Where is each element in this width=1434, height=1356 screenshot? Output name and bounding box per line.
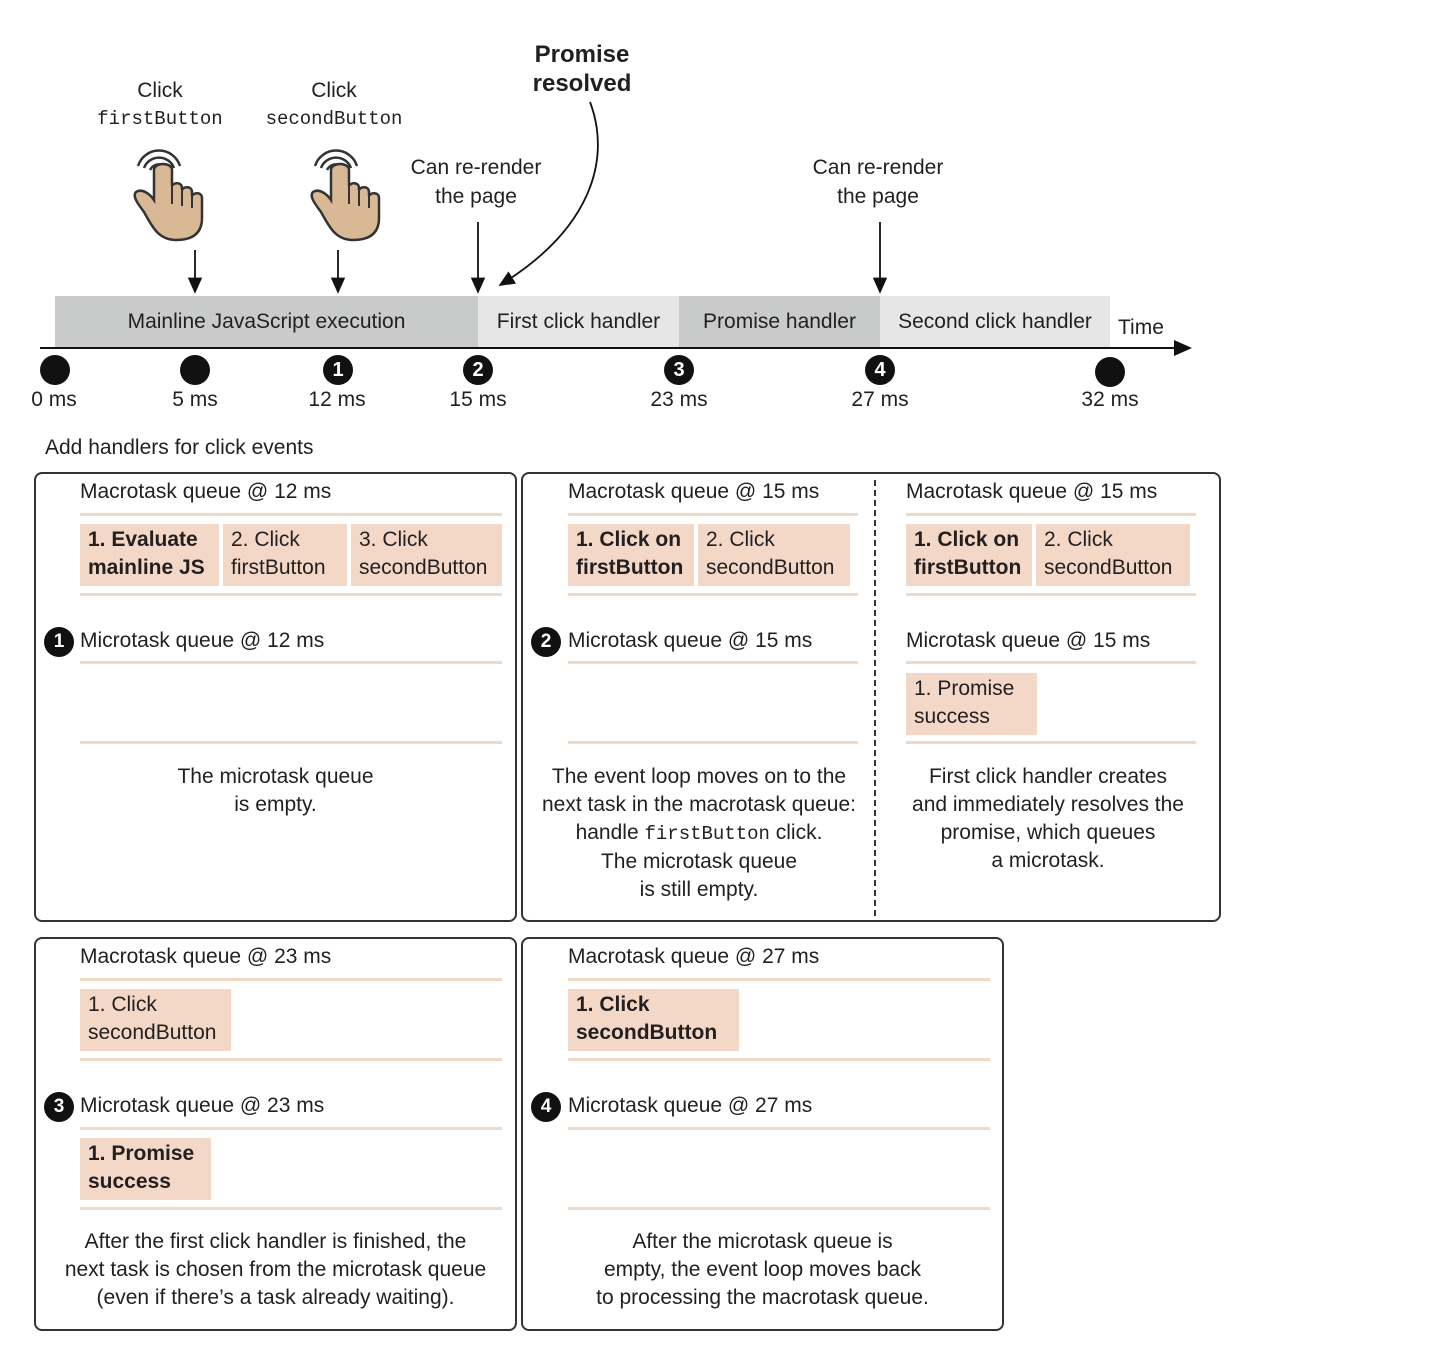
click-first-label: Click firstButton <box>97 79 223 130</box>
panel-description: After the first click handler is finishe… <box>64 1230 487 1309</box>
timeline-dot <box>1095 357 1125 387</box>
timeline-marker-3: 3 <box>664 355 694 385</box>
macrotask-title: Macrotask queue @ 15 ms <box>906 480 1158 503</box>
macrotask-title: Macrotask queue @ 23 ms <box>80 945 332 968</box>
divider <box>568 593 858 596</box>
microtask-title: Microtask queue @ 15 ms <box>568 629 813 652</box>
microtask-title: Microtask queue @ 27 ms <box>568 1094 813 1117</box>
timeline-dot <box>40 355 70 385</box>
caption: Add handlers for click events <box>45 436 314 459</box>
step-marker-1: 1 <box>44 627 74 657</box>
divider <box>906 741 1196 744</box>
timeline-dot <box>180 355 210 385</box>
timeline-marker-4: 4 <box>865 355 895 385</box>
panel-description: The event loop moves on to the next task… <box>541 765 856 901</box>
divider <box>80 741 502 744</box>
segment-mainline-js: Mainline JavaScript execution <box>55 296 478 347</box>
divider <box>80 661 502 664</box>
divider <box>568 513 858 516</box>
microtask-title: Microtask queue @ 12 ms <box>80 629 325 652</box>
rerender-label-1: Can re-render the page <box>410 156 542 208</box>
macrotask-title: Macrotask queue @ 27 ms <box>568 945 820 968</box>
divider <box>80 1127 502 1130</box>
step-marker-4: 4 <box>531 1092 561 1122</box>
step-marker-2: 2 <box>531 627 561 657</box>
microtask-title: Microtask queue @ 23 ms <box>80 1094 325 1117</box>
timeline-marker-2: 2 <box>463 355 493 385</box>
segment-first-click-handler: First click handler <box>478 296 679 347</box>
divider <box>568 1207 990 1210</box>
divider <box>80 513 502 516</box>
tick-label: 5 ms <box>172 388 218 411</box>
divider <box>80 593 502 596</box>
microtask-title: Microtask queue @ 15 ms <box>906 629 1151 652</box>
divider <box>906 661 1196 664</box>
tick-label: 27 ms <box>851 388 909 411</box>
step-marker-3: 3 <box>44 1092 74 1122</box>
segment-second-click-handler: Second click handler <box>880 296 1110 347</box>
tick-label: 15 ms <box>449 388 507 411</box>
macrotask-title: Macrotask queue @ 12 ms <box>80 480 332 503</box>
promise-resolved-label: Promise resolved <box>532 41 632 97</box>
divider <box>568 1058 990 1061</box>
tick-label: 23 ms <box>650 388 708 411</box>
tick-label: 32 ms <box>1081 388 1139 411</box>
panel-split-line <box>874 480 876 916</box>
divider <box>80 1207 502 1210</box>
hand-click-icon <box>310 149 381 242</box>
time-axis-label: Time <box>1118 316 1164 339</box>
divider <box>568 978 990 981</box>
hand-click-icon <box>133 149 204 242</box>
macrotask-title: Macrotask queue @ 15 ms <box>568 480 820 503</box>
tick-label: 12 ms <box>308 388 366 411</box>
divider <box>906 513 1196 516</box>
divider <box>80 1058 502 1061</box>
segment-promise-handler: Promise handler <box>679 296 880 347</box>
timeline-arrows <box>40 101 1192 356</box>
timeline-marker-1: 1 <box>323 355 353 385</box>
tick-label: 0 ms <box>31 388 77 411</box>
click-second-label: Click secondButton <box>265 79 403 130</box>
divider <box>906 593 1196 596</box>
divider <box>568 741 858 744</box>
divider <box>80 978 502 981</box>
divider <box>568 1127 990 1130</box>
rerender-label-2: Can re-render the page <box>812 156 944 208</box>
divider <box>568 661 858 664</box>
